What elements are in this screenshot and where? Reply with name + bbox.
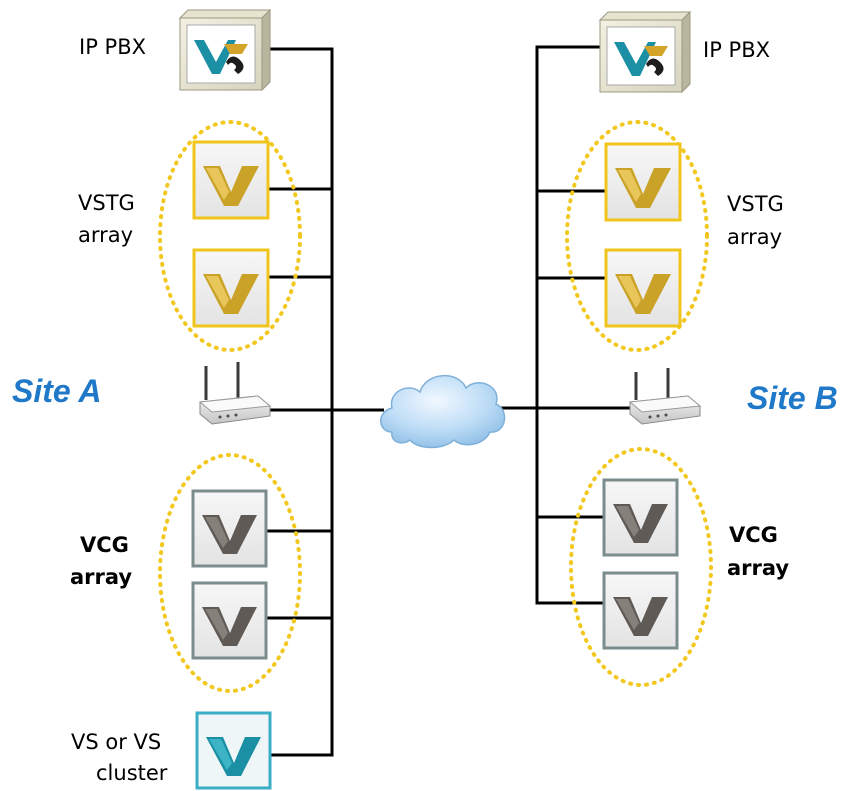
vs-cluster-label-line2: cluster bbox=[96, 761, 168, 785]
network-cloud-icon bbox=[380, 374, 506, 449]
site-a-pbx-link bbox=[267, 47, 334, 757]
site-b-vcg-array-label-line2: array bbox=[727, 556, 790, 580]
wireless-router-icon bbox=[198, 362, 272, 425]
vcg-appliance-icon bbox=[602, 478, 679, 557]
site-a-vcg-array-outline bbox=[158, 453, 302, 693]
site-b-vstg-array-label-line2: array bbox=[727, 225, 783, 249]
vstg-appliance-icon bbox=[604, 248, 682, 328]
site-b-vcg-array-label-line1: VCG bbox=[729, 523, 778, 547]
site-b-vcg-array-outline bbox=[569, 447, 713, 687]
site-a-ip-pbx-label: IP PBX bbox=[79, 35, 146, 59]
site-a-vcg-array-label-line2: array bbox=[70, 565, 133, 589]
site-b-vstg-array-label-line1: VSTG bbox=[727, 192, 784, 216]
vcg-appliance-icon bbox=[602, 571, 679, 650]
site-a-label: Site A bbox=[12, 373, 102, 409]
site-b-ip-pbx-label: IP PBX bbox=[703, 38, 770, 62]
vstg-appliance-icon bbox=[604, 142, 682, 222]
site-a-vstg-array-label-line2: array bbox=[78, 223, 134, 247]
site-b-vstg-array-outline bbox=[565, 120, 709, 352]
vcg-appliance-icon bbox=[191, 581, 268, 660]
vstg-appliance-icon bbox=[192, 248, 270, 328]
site-b-label: Site B bbox=[747, 380, 838, 416]
connection-lines bbox=[266, 45, 680, 757]
ip-pbx-server-icon bbox=[598, 10, 692, 94]
vcg-appliance-icon bbox=[191, 489, 268, 568]
ip-pbx-server-icon bbox=[178, 8, 272, 92]
site-b-pbx-link bbox=[535, 45, 604, 605]
site-a-vcg-array-label-line1: VCG bbox=[80, 533, 129, 557]
wireless-router-icon bbox=[628, 368, 702, 425]
site-a-vstg-array-label-line1: VSTG bbox=[78, 191, 135, 215]
site-a-vstg-array-outline bbox=[158, 120, 302, 352]
vstg-appliance-icon bbox=[192, 140, 270, 220]
vs-cluster-label-line1: VS or VS bbox=[71, 730, 162, 754]
vs-appliance-icon bbox=[195, 711, 272, 790]
